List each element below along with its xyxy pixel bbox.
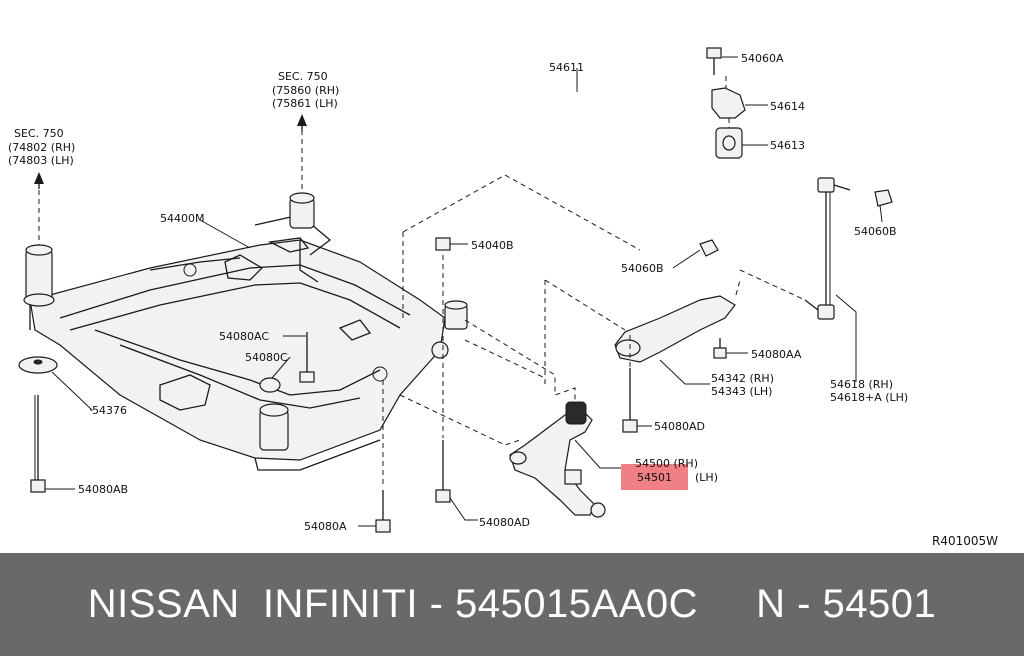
stabilizer-bar-inner [482, 92, 751, 269]
label-54376: 54376 [92, 404, 127, 417]
label-54080ad-bottom: 54080AD [479, 516, 530, 529]
nut-54060b-right [874, 189, 893, 207]
label-54400m: 54400M [160, 212, 204, 225]
front-subframe [29, 214, 446, 471]
label-75861: (75861 (LH) [272, 97, 338, 110]
bolt-54080ad-bottom [435, 440, 451, 503]
bolt-54080ac [299, 332, 315, 383]
highlight-box [621, 464, 688, 490]
bolt-54080ad-right [622, 368, 638, 433]
label-54080ad-right: 54080AD [654, 420, 705, 433]
bolt-54080ab [30, 395, 46, 493]
stabilizer-bar [484, 94, 749, 267]
washer-hole [33, 359, 43, 365]
label-74803: (74803 (LH) [8, 154, 74, 167]
footer-bar: NISSAN INFINITI - 545015AA0C N - 54501 [0, 553, 1024, 656]
bottom-mount-bushing [259, 403, 289, 451]
bolt-54060a [706, 47, 722, 75]
footer-part-number: NISSAN INFINITI - 545015AA0C N - 54501 [87, 582, 937, 626]
rear-mount-bushing [289, 192, 315, 229]
label-54343: 54343 (LH) [711, 385, 772, 398]
front-right-mount [431, 300, 468, 359]
label-54501: 54501 [637, 471, 672, 484]
label-54618: 54618 (RH) [830, 378, 893, 391]
nut-54060b-left [699, 239, 719, 257]
bracket-54342 [614, 295, 736, 363]
label-54040b: 54040B [471, 239, 514, 252]
left-mount-bushing [23, 244, 55, 307]
label-54501-side: (LH) [695, 471, 718, 484]
washer-54080c [259, 377, 281, 393]
label-54080ac: 54080AC [219, 330, 269, 343]
bolt-54080aa [713, 338, 727, 359]
label-74802: (74802 (RH) [8, 141, 75, 154]
label-54342: 54342 (RH) [711, 372, 774, 385]
label-54080aa: 54080AA [751, 348, 802, 361]
label-54613: 54613 [770, 139, 805, 152]
construction-lines [38, 76, 806, 488]
label-54614: 54614 [770, 100, 805, 113]
label-75860: (75860 (RH) [272, 84, 339, 97]
stabilizer-bracket-54614 [711, 87, 746, 119]
label-54060b-left: 54060B [621, 262, 664, 275]
stabilizer-link [804, 177, 851, 320]
up-arrows [34, 114, 307, 189]
parts-diagram: SEC. 750 (75860 (RH) (75861 (LH) SEC. 75… [8, 47, 998, 548]
stabilizer-bushing-54613 [715, 127, 743, 159]
label-sec750-a: SEC. 750 [278, 70, 328, 83]
label-54060b-right: 54060B [854, 225, 897, 238]
label-54080c: 54080C [245, 351, 288, 364]
label-sec750-b: SEC. 750 [14, 127, 64, 140]
lower-control-arm [509, 401, 606, 518]
label-ref: R401005W [932, 534, 998, 548]
label-54618a: 54618+A (LH) [830, 391, 908, 404]
label-54500: 54500 (RH) [635, 457, 698, 470]
label-54080a: 54080A [304, 520, 347, 533]
label-54611: 54611 [549, 61, 584, 74]
label-54060a: 54060A [741, 52, 784, 65]
nut-54040b [435, 237, 451, 251]
bolt-54080a [375, 490, 391, 533]
label-54080ab: 54080AB [78, 483, 128, 496]
washer-54376 [18, 356, 58, 374]
